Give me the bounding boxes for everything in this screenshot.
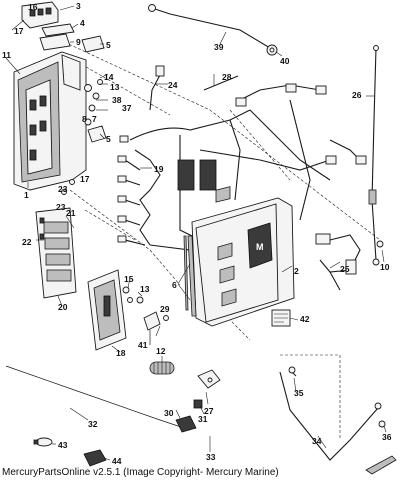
callout-31: 31 (198, 414, 208, 424)
relay-block (21, 1, 59, 29)
callout-28: 28 (222, 72, 232, 82)
callout-2: 2 (294, 266, 299, 276)
callout-22: 22 (22, 237, 32, 247)
coil-12 (149, 361, 175, 375)
wire-32 (5, 365, 191, 431)
electrical-housing (13, 51, 87, 191)
fuse-block (35, 207, 77, 299)
cable-34 (279, 371, 382, 461)
callout-37: 37 (122, 103, 132, 113)
cover-logo: M (256, 242, 264, 252)
callout-1: 1 (24, 190, 29, 200)
callout-43: 43 (58, 440, 68, 450)
callout-27: 27 (204, 406, 214, 416)
callout-21: 21 (66, 208, 76, 218)
callout-19: 19 (154, 164, 164, 174)
bolt-36 (378, 420, 386, 428)
callout-15: 15 (124, 274, 134, 284)
callout-18: 18 (116, 348, 126, 358)
sensor-harness-25 (315, 233, 361, 291)
callout-24: 24 (168, 80, 178, 90)
cable-26 (368, 45, 380, 266)
callout-8: 8 (82, 114, 87, 124)
callout-30: 30 (164, 408, 174, 418)
callout-16: 16 (28, 2, 38, 12)
battery-cable-39 (148, 4, 278, 56)
callout-12: 12 (156, 346, 166, 356)
callout-25: 25 (340, 264, 350, 274)
callout-7: 7 (92, 114, 97, 124)
callout-41: 41 (138, 340, 148, 350)
copyright-caption: MercuryPartsOnline v2.5.1 (Image Copyrig… (2, 467, 279, 478)
callout-23-mid: 23 (58, 184, 68, 194)
callout-6: 6 (172, 280, 177, 290)
callout-42: 42 (300, 314, 310, 324)
callout-4: 4 (80, 18, 85, 28)
housing-hardware (61, 79, 107, 195)
callout-39: 39 (214, 42, 224, 52)
decal-42 (271, 309, 291, 327)
callout-5-mid: 5 (106, 134, 111, 144)
terminal-27 (197, 369, 221, 389)
rod-28 (203, 75, 239, 91)
callout-labels: 16 3 17 4 9 5 11 1 14 13 38 37 8 7 5 24 … (2, 1, 392, 466)
callout-17-mid: 17 (80, 174, 90, 184)
harness-connectors (117, 65, 367, 243)
callout-11: 11 (2, 50, 11, 60)
connector-44 (83, 449, 107, 467)
callout-17-top: 17 (14, 26, 24, 36)
callout-13-top: 13 (110, 82, 120, 92)
callout-9: 9 (76, 37, 81, 47)
callout-36: 36 (382, 432, 392, 442)
callout-20: 20 (58, 302, 68, 312)
bracket-5 (81, 35, 105, 53)
callout-44: 44 (112, 456, 122, 466)
callout-33: 33 (206, 452, 216, 462)
main-cover: M (191, 186, 295, 327)
strip-33 (365, 455, 397, 475)
callout-38: 38 (112, 95, 122, 105)
cover-9 (39, 33, 71, 51)
bulb-43 (33, 437, 53, 447)
callout-29: 29 (160, 304, 170, 314)
callout-5-top: 5 (106, 40, 111, 50)
clip-31 (193, 399, 203, 409)
callout-leaders (5, 5, 387, 461)
callout-14: 14 (104, 72, 114, 82)
callout-10: 10 (380, 262, 390, 272)
cover-gaskets (183, 235, 197, 317)
callout-35: 35 (294, 388, 304, 398)
callout-40: 40 (280, 56, 290, 66)
callout-26: 26 (352, 90, 362, 100)
callout-3: 3 (76, 1, 81, 11)
callout-23-low: 23 (56, 202, 66, 212)
ecm-module (87, 269, 133, 351)
callout-13-low: 13 (140, 284, 150, 294)
gasket-4 (41, 23, 75, 37)
ground-cable-35 (288, 366, 297, 377)
connector-30 (175, 415, 197, 433)
nut-10 (376, 240, 384, 248)
module-hardware (136, 296, 169, 345)
callout-32: 32 (88, 419, 98, 429)
callout-34: 34 (312, 436, 322, 446)
